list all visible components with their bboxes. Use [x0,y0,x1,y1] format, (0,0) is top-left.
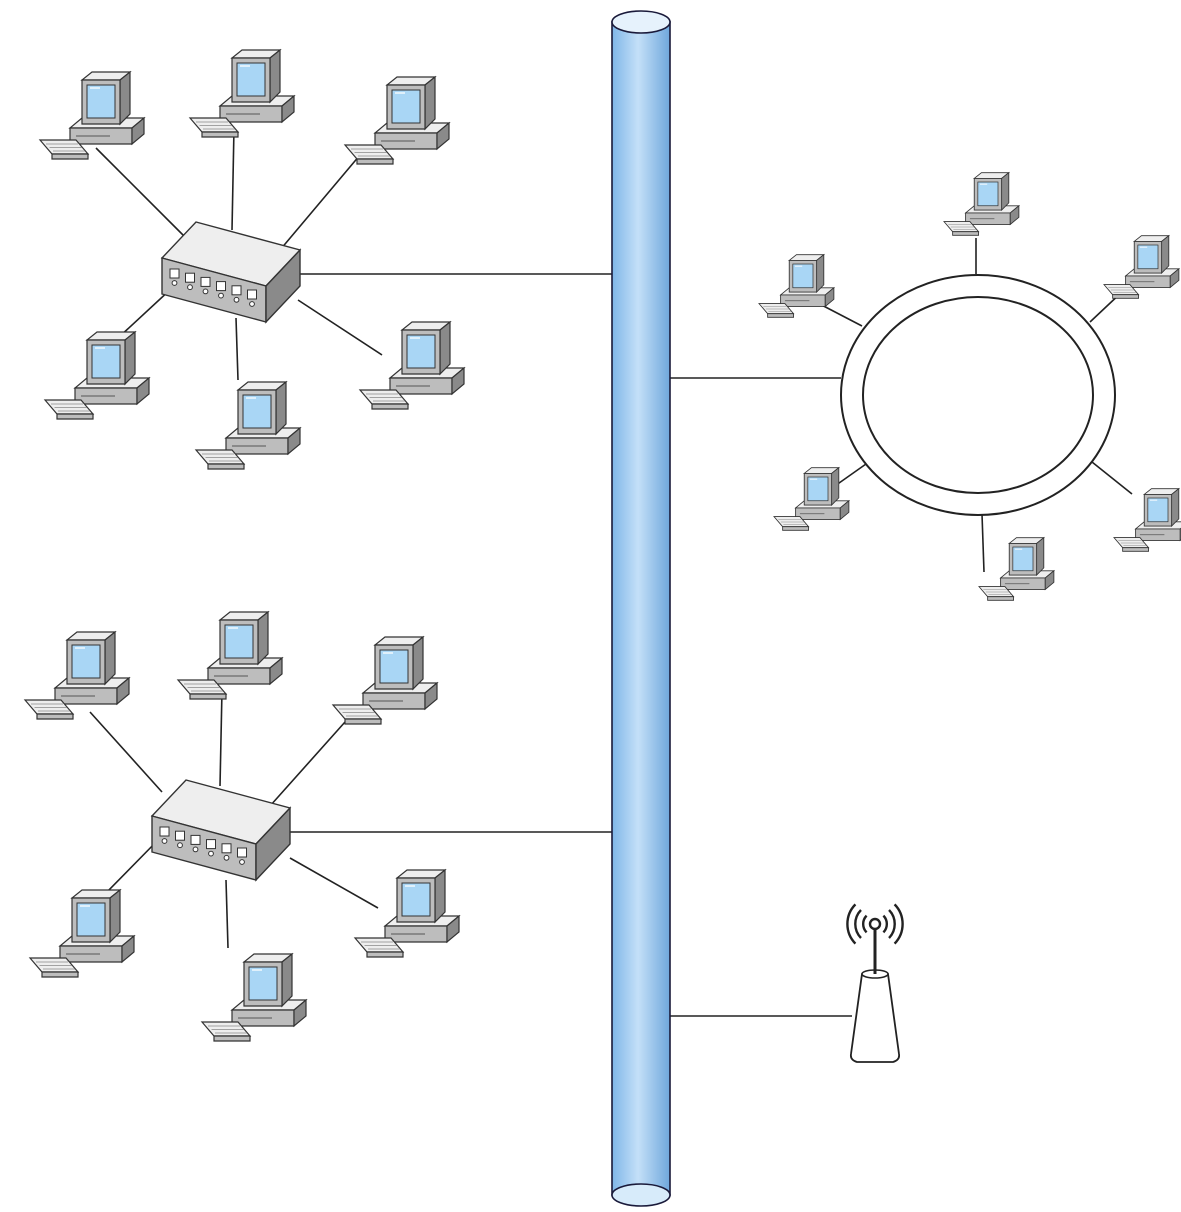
star-bottom-link-3 [269,721,346,807]
computer-icon [943,171,1021,236]
backbone-pipe-bottom [611,1183,671,1207]
star-bottom-link-5 [225,879,229,949]
star-top-link-3 [279,154,361,251]
connection-lines [89,127,1133,1017]
computer-icon [23,630,131,720]
computer-icon [28,888,136,978]
computer-icon [358,320,466,410]
star-top-link-2 [231,127,235,231]
computer-icon [200,952,308,1042]
computer-icon [773,466,851,531]
ring-link-6 [981,513,985,573]
backbone-pipe-body [611,21,671,1196]
computer-icon [176,610,284,700]
computer-icon [331,635,439,725]
computer-icon [194,380,302,470]
computer-icon [1113,487,1181,552]
computer-icon [353,868,461,958]
ring-link-5 [1091,461,1133,495]
hub-icon [150,779,292,882]
computer-icon [1103,234,1181,299]
network-nodes [23,48,1181,1063]
star-bottom-link-6 [289,857,379,909]
computer-icon [978,536,1056,601]
star-bottom-link-1 [89,711,163,793]
star-bottom-link-2 [219,689,223,787]
star-top-link-1 [95,147,185,237]
backbone-pipe-top [611,10,671,34]
star-top-link-4 [117,287,173,339]
computer-icon [758,253,836,318]
computer-icon [43,330,151,420]
computer-icon [38,70,146,160]
backbone-bus [611,10,671,1207]
star-top-link-5 [235,317,239,381]
star-top-link-6 [297,299,383,356]
ring-inner [862,296,1094,494]
ring-network [840,274,1116,516]
hub-icon [160,221,302,324]
computer-icon [188,48,296,138]
computer-icon [343,75,451,165]
star-bottom-link-4 [104,837,161,895]
wireless-antenna-icon [846,903,904,1063]
